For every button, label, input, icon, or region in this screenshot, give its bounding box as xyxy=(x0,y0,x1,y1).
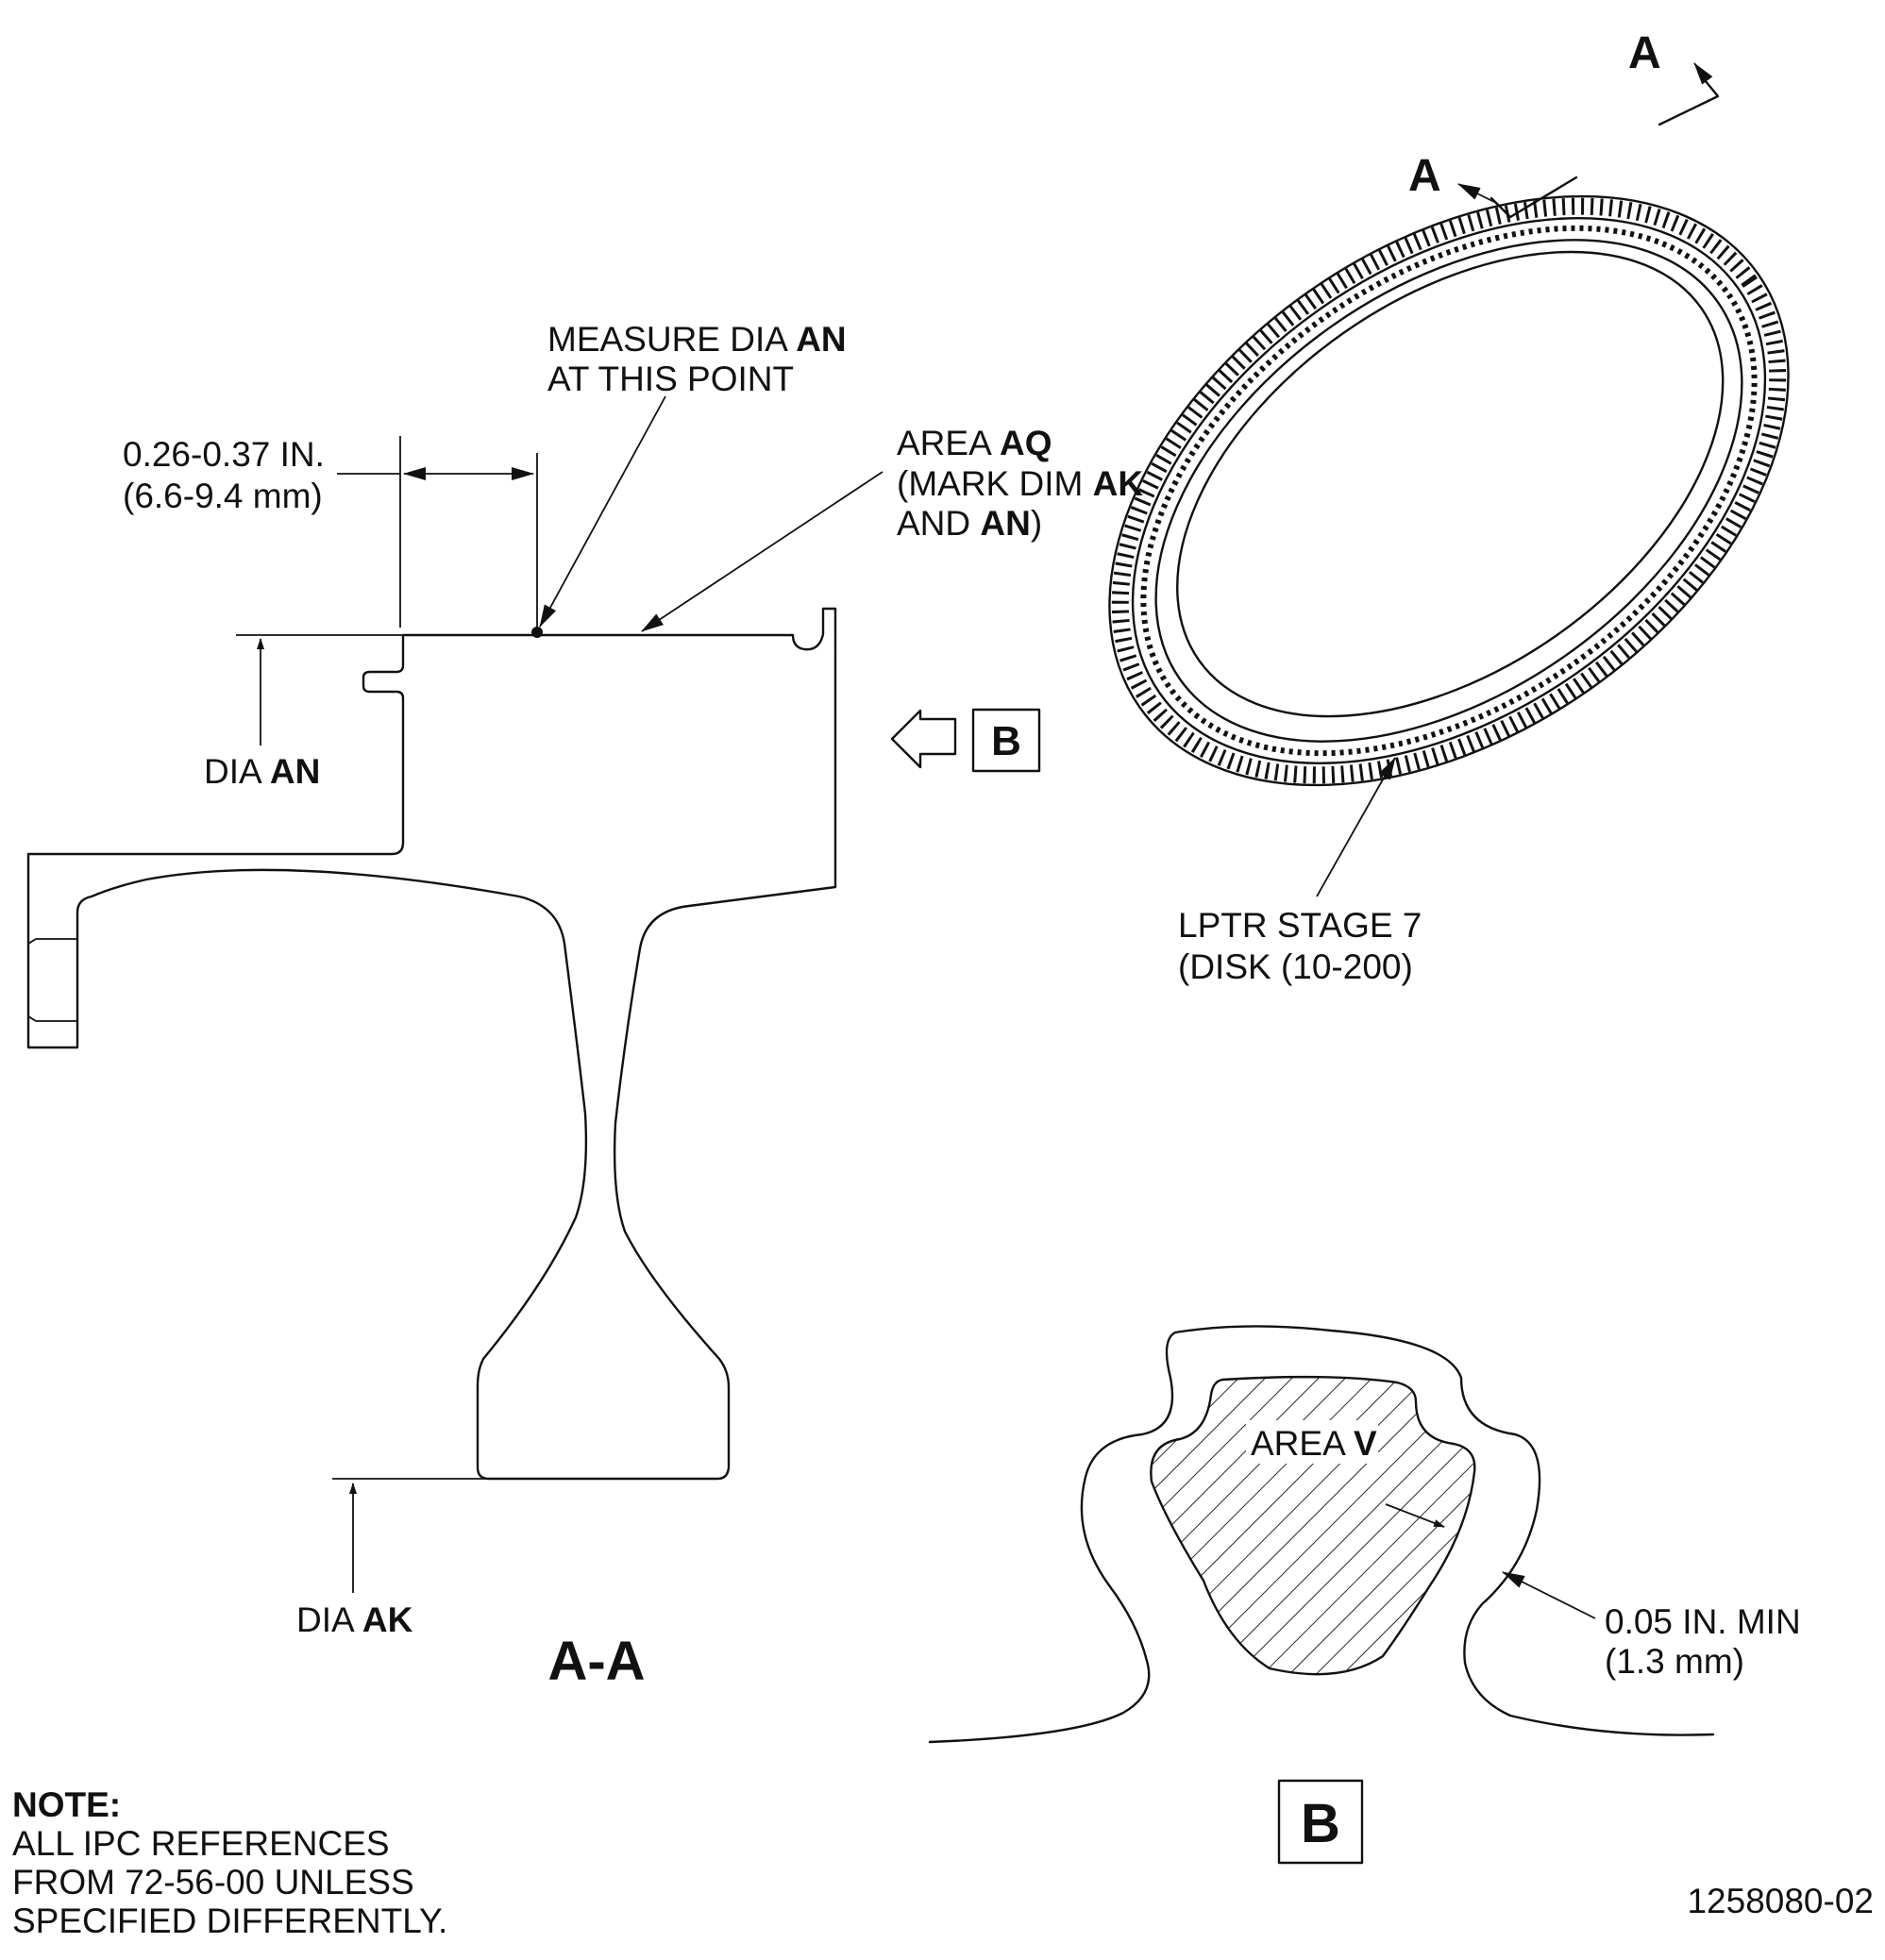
disk-cross-section-profile xyxy=(26,607,837,1481)
section-cut-line xyxy=(1658,74,1720,126)
measure-point-dot xyxy=(531,627,543,638)
blade-slot-outline xyxy=(928,1325,1715,1744)
note-block: NOTE: ALL IPC REFERENCES FROM 72-56-00 U… xyxy=(12,1785,447,1940)
section-a-a-title: A-A xyxy=(547,1631,645,1692)
detail-b-view: AREA V 0.05 IN. MIN (1.3 mm) B xyxy=(928,1325,1801,1865)
disk-outer-rim xyxy=(1108,194,1790,787)
view-b-box xyxy=(971,708,1041,773)
area-aq-callout: AND AN) xyxy=(897,504,1042,543)
section-marker-a: A xyxy=(1408,151,1441,201)
disk-web-ring xyxy=(1154,239,1743,743)
clearance-callout: 0.05 IN. MIN xyxy=(1605,1602,1801,1641)
part-label-leader xyxy=(1316,757,1396,897)
area-aq-callout: (MARK DIM AK xyxy=(897,464,1143,503)
dia-ak-label: DIA AK xyxy=(296,1600,413,1639)
note-line: FROM 72-56-00 UNLESS xyxy=(12,1863,414,1901)
area-v-label: AREA V xyxy=(1251,1424,1377,1463)
section-a-a: DIA AN DIA AK 0.26-0.37 IN. (6.6-9.4 mm)… xyxy=(26,320,1143,1692)
flange-inner-line xyxy=(27,938,37,945)
part-label: (DISK (10-200) xyxy=(1178,947,1413,986)
clearance-callout: (1.3 mm) xyxy=(1605,1642,1744,1681)
disk-slot-ring xyxy=(1140,225,1758,757)
section-cut-line xyxy=(1489,176,1578,219)
measure-point-leader xyxy=(539,395,666,628)
flange-inner-line xyxy=(27,1015,37,1022)
area-v-label-backing xyxy=(1246,1420,1378,1464)
note-line: ALL IPC REFERENCES xyxy=(12,1824,390,1863)
figure-number: 1258080-02 xyxy=(1687,1882,1874,1920)
section-cut-arrow xyxy=(1693,62,1713,85)
view-b-direction-arrow xyxy=(890,709,957,769)
clearance-dimension-arrow xyxy=(1385,1503,1445,1528)
clearance-leader xyxy=(1502,1571,1596,1619)
area-aq-leader xyxy=(641,471,884,632)
dia-an-label: DIA AN xyxy=(204,752,320,791)
area-aq-callout: AREA AQ xyxy=(897,424,1052,462)
offset-dimension-text: 0.26-0.37 IN. xyxy=(123,435,325,474)
note-line: SPECIFIED DIFFERENTLY. xyxy=(12,1901,447,1940)
section-marker-a: A xyxy=(1628,28,1661,78)
offset-dimension-text: (6.6-9.4 mm) xyxy=(123,477,323,515)
detail-b-title-box xyxy=(1277,1779,1364,1865)
disk-bore xyxy=(1176,250,1725,718)
area-v-hatched-region xyxy=(1150,1375,1476,1676)
section-cut-arrow xyxy=(1457,183,1497,204)
measure-point-callout: MEASURE DIA AN xyxy=(547,320,847,359)
disk-rim-inner xyxy=(1131,217,1767,764)
disk-blade-teeth xyxy=(1111,197,1787,784)
part-label: LPTR STAGE 7 xyxy=(1178,906,1422,945)
note-heading: NOTE: xyxy=(12,1785,121,1824)
view-b-box-label: B xyxy=(991,718,1021,764)
measure-point-callout: AT THIS POINT xyxy=(547,360,794,398)
disk-isometric-view: A A LPTR STAGE 7 (DISK (10-200) xyxy=(1108,28,1790,986)
detail-b-title: B xyxy=(1301,1793,1340,1854)
